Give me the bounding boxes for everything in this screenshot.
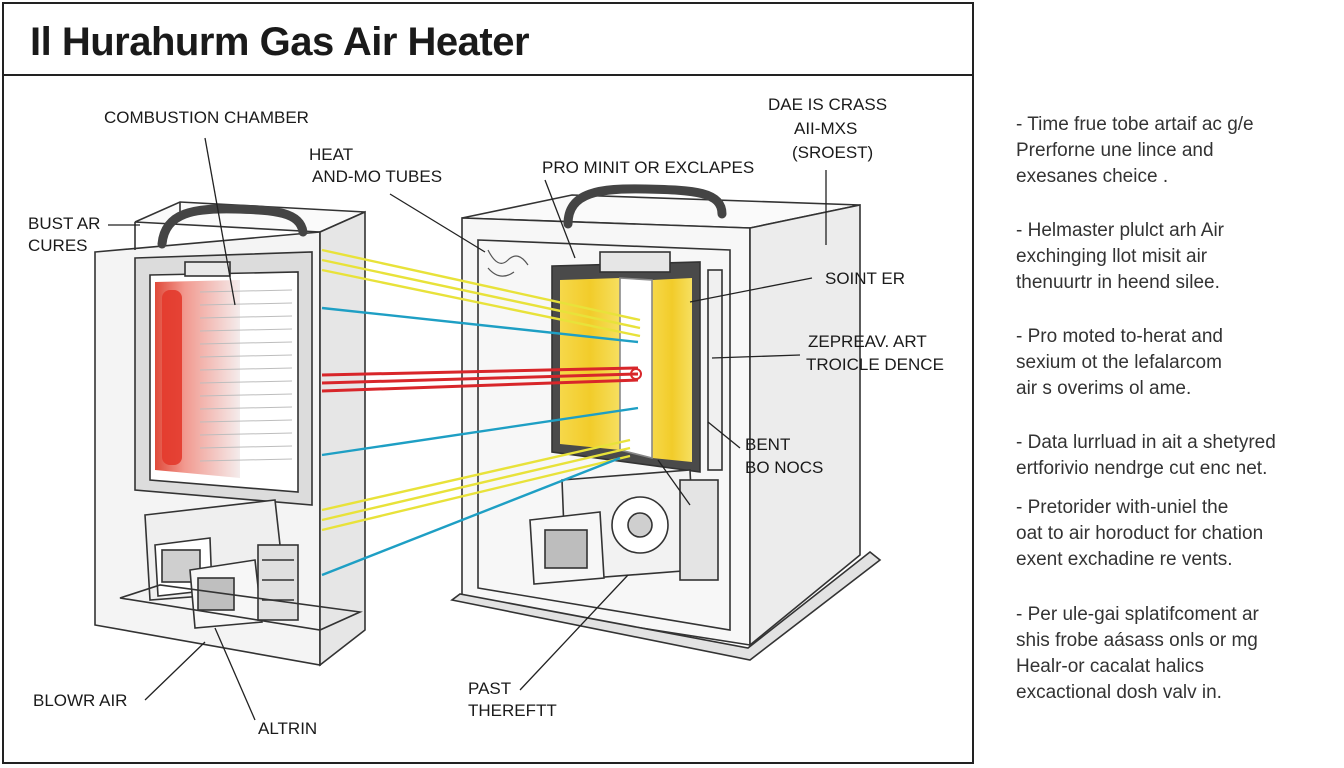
- red-flow-endpoint: [630, 368, 642, 380]
- note-6-line1: - Per ule-gai splatifcoment ar: [1016, 604, 1259, 625]
- right-heater-unit: [450, 184, 882, 661]
- note-2-line1: - Helmaster plulct arh Air: [1016, 220, 1225, 241]
- right-handle: [563, 184, 727, 229]
- leader-past: [519, 574, 629, 691]
- label-pro-minit: PRO MINIT OR EXCLAPES: [542, 158, 755, 177]
- label-past-line2: THEREFTT: [468, 701, 557, 720]
- leader-bent: [707, 421, 741, 449]
- note-2-line2: exchinging llot misit air: [1016, 246, 1208, 267]
- leader-sointer: [689, 277, 813, 303]
- label-altrin: ALTRIN: [258, 719, 318, 738]
- diagram-frame: [2, 2, 974, 764]
- label-dae-line3: (SROEST): [792, 143, 874, 162]
- label-heat-tubes-line2: AND-MO TUBES: [312, 167, 443, 186]
- left-handle: [157, 204, 308, 249]
- label-zepreav-line2: TROICLE DENCE: [806, 355, 944, 374]
- leader-combustion-chamber: [204, 137, 236, 306]
- note-4-line2: ertforivio nendrge cut enc net.: [1016, 458, 1268, 479]
- left-vent-grille: [184, 261, 231, 277]
- note-5-line2: oat to air horoduct for chation: [1016, 523, 1264, 544]
- title-bar: Il Hurahurm Gas Air Heater: [2, 2, 974, 76]
- label-bust-air-line2: CURES: [28, 236, 88, 255]
- leader-lines: [108, 137, 827, 721]
- red-flow-lines: [321, 366, 639, 393]
- yellow-flow-lines: [321, 248, 641, 532]
- leader-zepreav: [711, 354, 801, 359]
- note-6-line2: shis frobe aásass onls or mg: [1016, 630, 1258, 651]
- left-blower-assembly: [144, 499, 299, 629]
- label-past-line1: PAST: [468, 679, 512, 698]
- note-3-line2: sexium ot the lefalarcom: [1016, 352, 1222, 373]
- note-5: - Pretorider with-uniel the oat to air h…: [1016, 495, 1336, 573]
- leader-pro-minit: [544, 179, 576, 259]
- leader-altrin: [214, 627, 256, 721]
- note-3: - Pro moted to-herat and sexium ot the l…: [1016, 324, 1336, 402]
- label-heat-tubes-line1: HEAT: [309, 145, 354, 164]
- label-dae-line2: AII-MXS: [794, 119, 858, 138]
- label-zepreav-line1: ZEPREAV. ART: [808, 332, 927, 351]
- note-6: - Per ule-gai splatifcoment ar shis frob…: [1016, 602, 1336, 706]
- note-6-line3: Healr-or cacalat halics: [1016, 656, 1204, 677]
- label-bust-air-line1: BUST AR: [28, 214, 101, 233]
- blue-flow-lines: [321, 306, 639, 577]
- note-3-line3: air s overims ol ame.: [1016, 378, 1192, 399]
- left-heat-fins: [199, 289, 293, 462]
- label-blower-air: BLOWR AIR: [33, 691, 128, 710]
- right-base: [450, 550, 882, 661]
- note-1-line3: exesanes cheice .: [1016, 166, 1169, 187]
- label-sointer: SOINT ER: [825, 269, 905, 288]
- label-dae-line1: DAE IS CRASS: [768, 95, 888, 114]
- label-bent-line1: BENT: [745, 435, 791, 454]
- leader-center-blower: [657, 459, 691, 506]
- leader-blower-air: [144, 641, 206, 701]
- right-core-right: [652, 278, 692, 462]
- flow-lines: [321, 248, 642, 577]
- note-1-line1: - Time frue tobe artaif ac g/e: [1016, 114, 1254, 135]
- left-heater-unit: [94, 201, 366, 667]
- right-control-strip: [707, 269, 723, 471]
- note-6-line4: excactional dosh valv in.: [1016, 682, 1222, 703]
- note-5-line1: - Pretorider with-uniel the: [1016, 497, 1229, 518]
- label-bent-line2: BO NOCS: [745, 458, 824, 477]
- right-inner-frame: [477, 239, 731, 631]
- right-vent-grille: [599, 251, 671, 273]
- note-1: - Time frue tobe artaif ac g/e Prerforne…: [1016, 112, 1336, 190]
- right-wiring: [487, 249, 529, 277]
- leader-heat-tubes: [389, 193, 486, 253]
- note-4: - Data lurrluad in ait a shetyred ertfor…: [1016, 430, 1336, 482]
- note-1-line2: Prerforne une lince and: [1016, 140, 1214, 161]
- left-base-plate: [119, 584, 363, 631]
- right-cabinet-side: [749, 204, 861, 647]
- note-5-line3: exent exchadine re vents.: [1016, 549, 1233, 570]
- page-title: Il Hurahurm Gas Air Heater: [30, 20, 530, 64]
- left-flame-core: [162, 290, 182, 465]
- left-cabinet-side: [319, 210, 366, 667]
- note-2-line3: thenuurtr in heend silee.: [1016, 272, 1220, 293]
- note-3-line1: - Pro moted to-herat and: [1016, 326, 1223, 347]
- note-2: - Helmaster plulct arh Air exchinging ll…: [1016, 218, 1336, 296]
- right-blower-assembly: [529, 469, 719, 585]
- label-combustion-chamber: COMBUSTION CHAMBER: [104, 108, 309, 127]
- note-4-line1: - Data lurrluad in ait a shetyred: [1016, 432, 1276, 453]
